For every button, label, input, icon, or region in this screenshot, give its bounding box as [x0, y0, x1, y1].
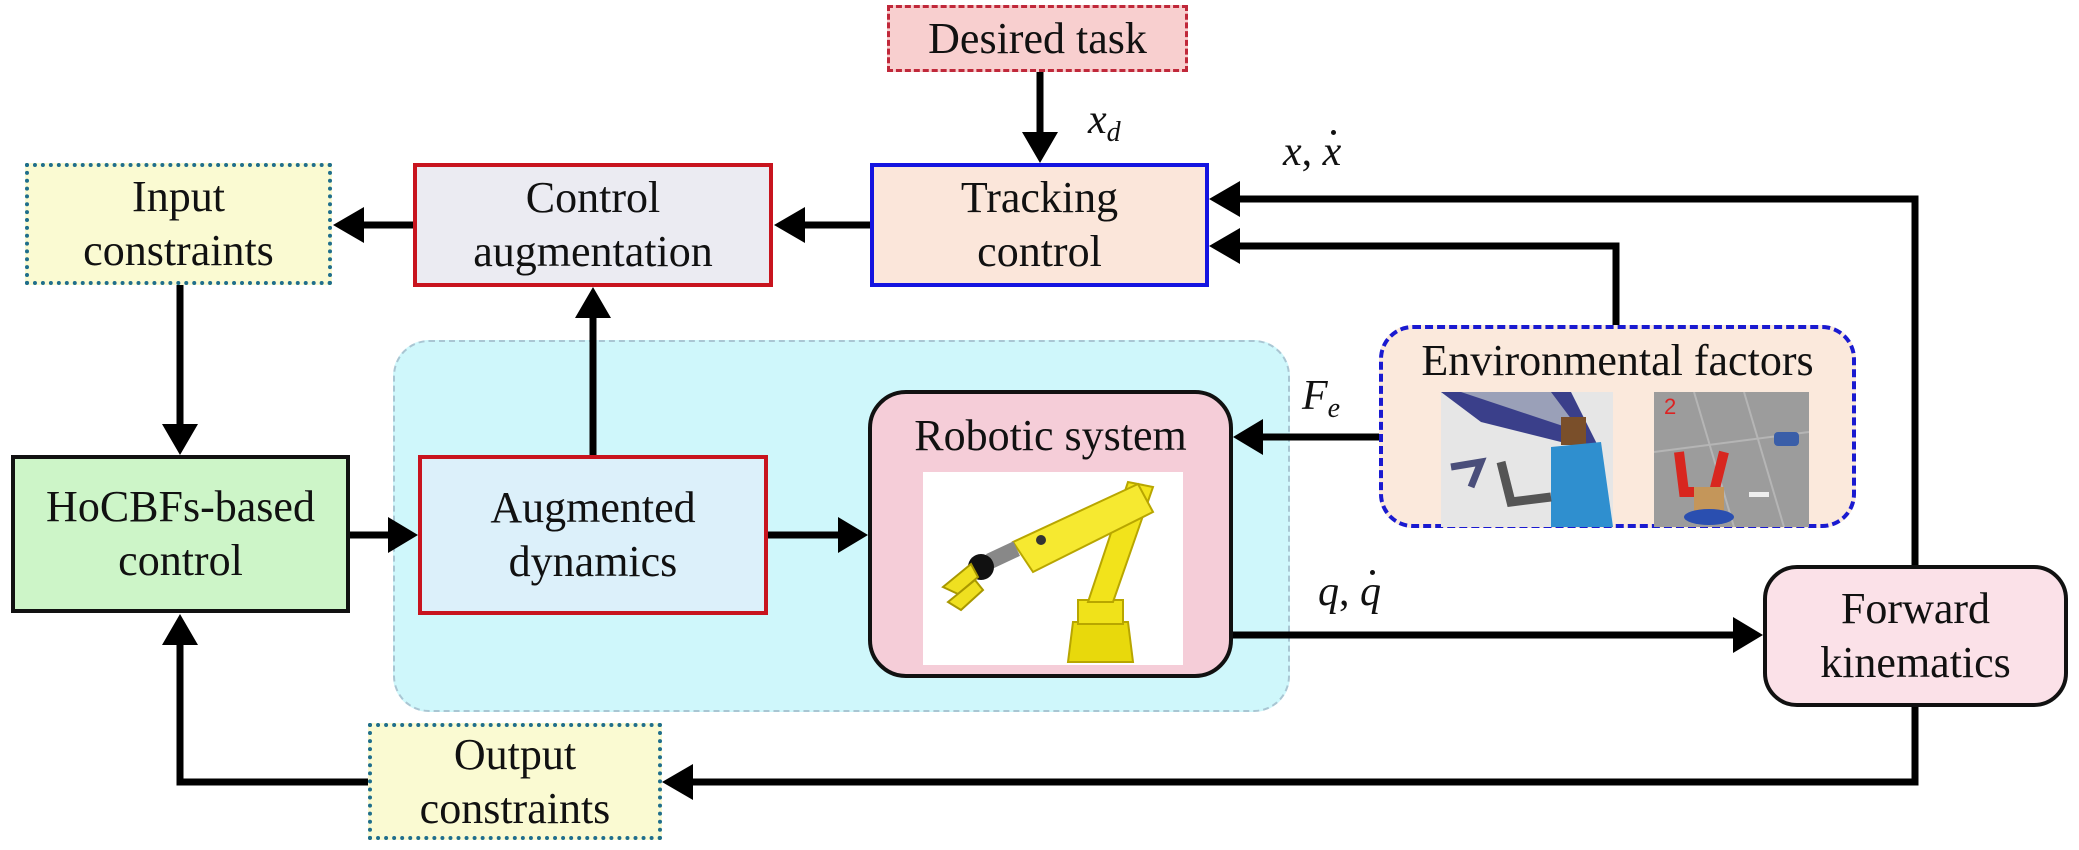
tracking-control-line1: Tracking: [960, 173, 1119, 222]
signal-label-x-xdot: x, x: [1283, 128, 1341, 176]
hocbfs-control-block: HoCBFs-based control: [11, 455, 350, 613]
control-augmentation-line2: augmentation: [473, 227, 713, 276]
arrowhead-input-to-hocbfs: [162, 424, 198, 455]
warehouse-robot-scene-image: 2: [1654, 392, 1809, 527]
signal-label-fe: Fe: [1302, 372, 1340, 425]
arrowhead-robot-to-fk: [1733, 617, 1763, 653]
tracking-control-block: Tracking control: [870, 163, 1209, 287]
robotic-system-block: Robotic system: [868, 390, 1233, 678]
human-robot-scene-icon: [1441, 392, 1613, 527]
arrowhead-fk-to-tracking: [1209, 181, 1240, 217]
signal-fe-sub: e: [1327, 393, 1341, 424]
output-constraints-block: Output constraints: [368, 723, 662, 840]
signal-label-xd: xd: [1088, 96, 1121, 149]
robot-arm-icon: [941, 480, 1155, 663]
arrowhead-augmentation-to-input: [333, 207, 364, 243]
signal-fe-base: F: [1302, 373, 1328, 419]
tracking-control-line2: control: [977, 227, 1102, 276]
signal-label-q-qdot: q, q: [1318, 568, 1381, 616]
signal-xd-sub: d: [1106, 117, 1121, 148]
output-constraints-line2: constraints: [419, 783, 611, 833]
arrowhead-env-to-tracking: [1209, 228, 1240, 264]
hocbfs-control-line1: HoCBFs-based: [46, 482, 315, 531]
svg-text:2: 2: [1664, 394, 1676, 419]
robotic-system-label: Robotic system: [914, 411, 1187, 460]
desired-task-block: Desired task: [887, 5, 1188, 72]
forward-kinematics-line2: kinematics: [1820, 638, 2011, 687]
input-constraints-line1: Input: [132, 172, 225, 221]
augmented-dynamics-line1: Augmented: [490, 483, 696, 532]
robot-arm-image: [923, 472, 1183, 665]
control-augmentation-block: Control augmentation: [413, 163, 773, 287]
augmented-dynamics-line2: dynamics: [508, 537, 678, 586]
signal-q-sep: ,: [1339, 569, 1360, 615]
arrowhead-fk-to-output: [662, 764, 693, 800]
signal-x-sep: ,: [1301, 129, 1323, 175]
human-robot-scene-image: [1441, 392, 1613, 527]
input-constraints-line2: constraints: [83, 226, 274, 275]
arrowhead-output-to-hocbfs: [162, 614, 198, 645]
warehouse-robot-scene-icon: 2: [1654, 392, 1809, 527]
signal-xd-base: x: [1088, 97, 1107, 143]
arrow-env-to-tracking: [1234, 242, 1620, 325]
arrowhead-augdyn-to-augmentation: [575, 287, 611, 318]
forward-kinematics-block: Forward kinematics: [1763, 565, 2068, 707]
augmented-dynamics-block: Augmented dynamics: [418, 455, 768, 615]
desired-task-label: Desired task: [928, 13, 1147, 63]
signal-xdot: x: [1322, 129, 1342, 175]
forward-kinematics-line1: Forward: [1840, 584, 1991, 633]
arrow-fk-to-output: [688, 707, 1919, 786]
environmental-factors-label: Environmental factors: [1421, 336, 1814, 385]
signal-qdot: q: [1360, 569, 1381, 615]
arrow-output-to-hocbfs: [176, 640, 368, 786]
input-constraints-block: Input constraints: [25, 163, 332, 285]
signal-x: x: [1283, 129, 1302, 175]
hocbfs-control-line2: control: [118, 536, 243, 585]
control-augmentation-line1: Control: [525, 173, 661, 222]
arrowhead-tracking-to-augmentation: [774, 207, 805, 243]
environmental-factors-block: Environmental factors 2: [1379, 325, 1856, 528]
arrowhead-desired-to-tracking: [1022, 132, 1058, 163]
signal-q: q: [1318, 569, 1339, 615]
output-constraints-line1: Output: [453, 729, 577, 779]
